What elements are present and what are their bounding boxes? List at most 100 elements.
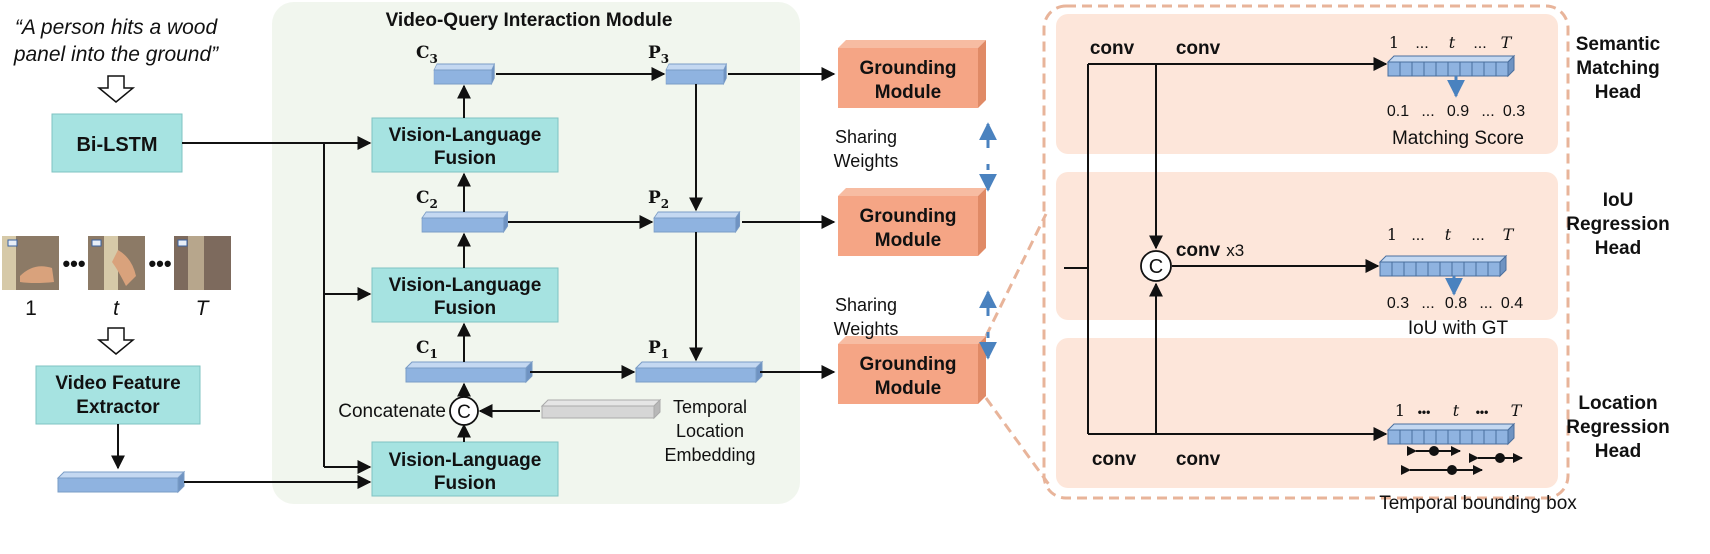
p3-label: P3 [648,43,669,66]
location-title-3: Head [1595,441,1641,462]
iou-top-1: 1 [1387,225,1397,244]
grounding-module-bottom [838,336,986,404]
location-top-1: 1 [1395,401,1405,420]
semantic-top-dots2: ... [1473,35,1486,52]
vl-fusion-box-bottom [371,441,559,497]
location-segmented-bar [1386,422,1516,446]
vl-fusion-top-line1: Vision-Language [389,125,542,146]
frame-label-T: T [196,297,211,320]
hollow-down-arrow-icon [96,327,136,355]
heads-dashed-border [1042,4,1570,500]
iou-value-3: 0.4 [1501,295,1523,312]
semantic-value-2: 0.9 [1447,103,1469,120]
grounding-bottom-line2: Module [875,378,942,399]
extractor-label-line2: Extractor [76,397,160,418]
zoom-line-bottom [984,397,1052,487]
p1-label: P1 [648,338,669,361]
grounding-top-line2: Module [875,82,942,103]
frame-label-1: 1 [25,297,37,320]
conv-label-bottom-2: conv [1176,449,1221,470]
vl-fusion-bottom-line2: Fusion [434,473,496,494]
video-frame-1 [2,236,59,290]
p2-label: P2 [648,188,669,211]
vl-fusion-box-middle [371,267,559,323]
semantic-value-dots2: ... [1481,103,1494,120]
semantic-head-panel [1056,14,1558,154]
temporal-bounding-boxes [1401,446,1523,475]
location-top-t: t [1453,401,1460,420]
semantic-top-dots1: ... [1415,35,1428,52]
tle-line2: Location [676,421,744,441]
hollow-down-arrow-icon [96,75,136,103]
vl-fusion-middle-line1: Vision-Language [389,275,542,296]
semantic-top-1: 1 [1389,33,1399,52]
iou-value-1: 0.3 [1387,295,1409,312]
conv-label-top-1: conv [1090,38,1135,59]
grounding-module-top [838,40,986,108]
p1-feature-bar [635,361,763,383]
bilstm-label: Bi-LSTM [76,134,157,156]
semantic-caption: Matching Score [1392,128,1524,149]
c1-feature-bar [405,361,533,383]
tle-line1: Temporal [673,397,747,417]
concatenate-label: Concatenate [338,401,446,422]
c3-label: C3 [416,43,438,66]
grounding-module-middle [838,188,986,256]
p2-feature-bar [653,211,741,233]
semantic-value-1: 0.1 [1387,103,1409,120]
zoom-line-top [984,213,1048,337]
semantic-title-2: Matching [1576,58,1659,79]
location-top-dots2: ••• [1476,405,1489,419]
semantic-segmented-bar [1386,54,1516,78]
iou-value-2: 0.8 [1445,295,1467,312]
conv-label-top-2: conv [1176,38,1221,59]
sharing-weights-2-line1: Sharing [835,295,897,315]
location-top-T: T [1511,401,1523,420]
c2-feature-bar [421,211,509,233]
vl-fusion-top-line2: Fusion [434,148,496,169]
iou-title-1: IoU [1603,190,1634,211]
semantic-title-3: Head [1595,82,1641,103]
location-title-1: Location [1578,393,1657,414]
iou-head-panel [1056,172,1558,320]
sharing-weights-2-line2: Weights [834,319,899,339]
grounding-middle-line1: Grounding [859,206,956,227]
query-line-2: panel into the ground” [13,43,219,66]
semantic-top-t: t [1449,33,1456,52]
vl-fusion-bottom-line1: Vision-Language [389,450,542,471]
location-top-dots1: ••• [1418,405,1431,419]
extractor-label-line1: Video Feature [55,373,180,394]
grounding-middle-line2: Module [875,230,942,251]
iou-segmented-bar [1378,254,1508,278]
grounding-bottom-line1: Grounding [859,354,956,375]
sharing-weights-1-line2: Weights [834,151,899,171]
p3-feature-bar [665,63,727,85]
iou-top-dots1: ... [1411,227,1424,244]
sharing-weights-1-line1: Sharing [835,127,897,147]
video-frame-T [174,236,231,290]
semantic-value-dots1: ... [1421,103,1434,120]
query-line-1: “A person hits a wood [15,16,219,39]
iou-top-T: T [1503,225,1515,244]
vqim-title: Video-Query Interaction Module [386,10,673,31]
semantic-title-1: Semantic [1576,34,1661,55]
grounding-top-line1: Grounding [859,58,956,79]
iou-value-dots1: ... [1421,295,1434,312]
video-frame-t [88,236,145,290]
heads-concat-circle-icon [1140,250,1172,282]
iou-caption: IoU with GT [1408,318,1509,339]
location-caption: Temporal bounding box [1379,493,1577,514]
c2-label: C2 [416,188,438,211]
heads-concat-symbol: C [1149,256,1163,278]
semantic-value-3: 0.3 [1503,103,1525,120]
iou-value-dots2: ... [1479,295,1492,312]
bilstm-box [51,113,183,173]
iou-top-t: t [1445,225,1452,244]
semantic-top-T: T [1501,33,1513,52]
tle-line3: Embedding [664,445,755,465]
concat-symbol: C [457,402,471,423]
iou-top-dots2: ... [1471,227,1484,244]
frame-label-t: t [113,297,120,320]
